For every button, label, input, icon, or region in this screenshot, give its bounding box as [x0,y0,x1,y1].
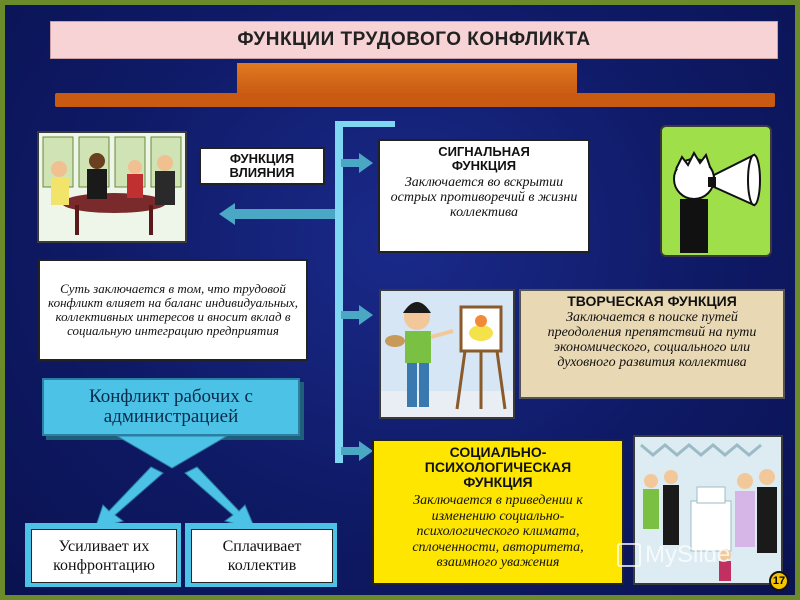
creative-function-box: ТВОРЧЕСКАЯ ФУНКЦИЯ Заключается в поиске … [519,289,785,399]
watermark: MySlide [617,541,730,569]
arrow-to-social [341,441,373,461]
influence-description-box: Суть заключается в том, что трудовой кон… [38,259,308,361]
celebration-illustration [633,435,783,585]
meeting-illustration [37,131,187,243]
influence-description: Суть заключается в том, что трудовой кон… [48,281,298,338]
outcome-right-frame: Сплачивает коллектив [185,523,337,587]
creative-description: Заключается в поиске путей преодоления п… [547,310,757,370]
watermark-text: MySlide [645,541,731,568]
celebration-people-icon [640,443,777,581]
central-vertical-line [335,123,343,463]
slide-title: ФУНКЦИИ ТРУДОВОГО КОНФЛИКТА [50,21,778,59]
conflict-label: Конфликт рабочих с администрацией [89,386,253,427]
signal-heading: СИГНАЛЬНАЯ ФУНКЦИЯ [438,144,530,173]
megaphone-icon [673,150,761,253]
orange-bar [55,93,775,107]
megaphone-illustration [660,125,772,257]
creative-heading: ТВОРЧЕСКАЯ ФУНКЦИЯ [567,293,737,309]
people-meeting-icon [39,133,185,241]
watermark-logo-icon [617,543,641,567]
arrow-to-creative [341,305,373,325]
social-heading: СОЦИАЛЬНО-ПСИХОЛОГИЧЕСКАЯ ФУНКЦИЯ [424,444,572,490]
orange-connector [237,63,577,95]
central-top-branch [335,121,395,127]
influence-heading-box: ФУНКЦИЯ ВЛИЯНИЯ [199,147,325,185]
painter-illustration [379,289,515,419]
page-number-badge: 17 [769,571,789,591]
social-description: Заключается в приведении к изменению соц… [412,493,584,570]
arrow-to-signal [341,153,373,173]
outcome-right-label: Сплачивает коллектив [222,538,302,574]
signal-function-box: СИГНАЛЬНАЯ ФУНКЦИЯ Заключается во вскрыт… [378,139,590,253]
conflict-box: Конфликт рабочих с администрацией [42,378,300,436]
signal-description: Заключается во вскрытии острых противоре… [390,175,578,220]
social-function-box: СОЦИАЛЬНО-ПСИХОЛОГИЧЕСКАЯ ФУНКЦИЯ Заключ… [372,439,624,585]
outcome-left-box: Усиливает их конфронтацию [31,529,177,583]
outcome-right-box: Сплачивает коллектив [191,529,333,583]
outcome-left-label: Усиливает их конфронтацию [53,538,155,574]
down-arrow [97,435,247,481]
arrow-to-influence [219,203,335,225]
outcome-left-frame: Усиливает их конфронтацию [25,523,181,587]
painter-icon [381,302,513,417]
influence-heading: ФУНКЦИЯ ВЛИЯНИЯ [229,151,295,180]
